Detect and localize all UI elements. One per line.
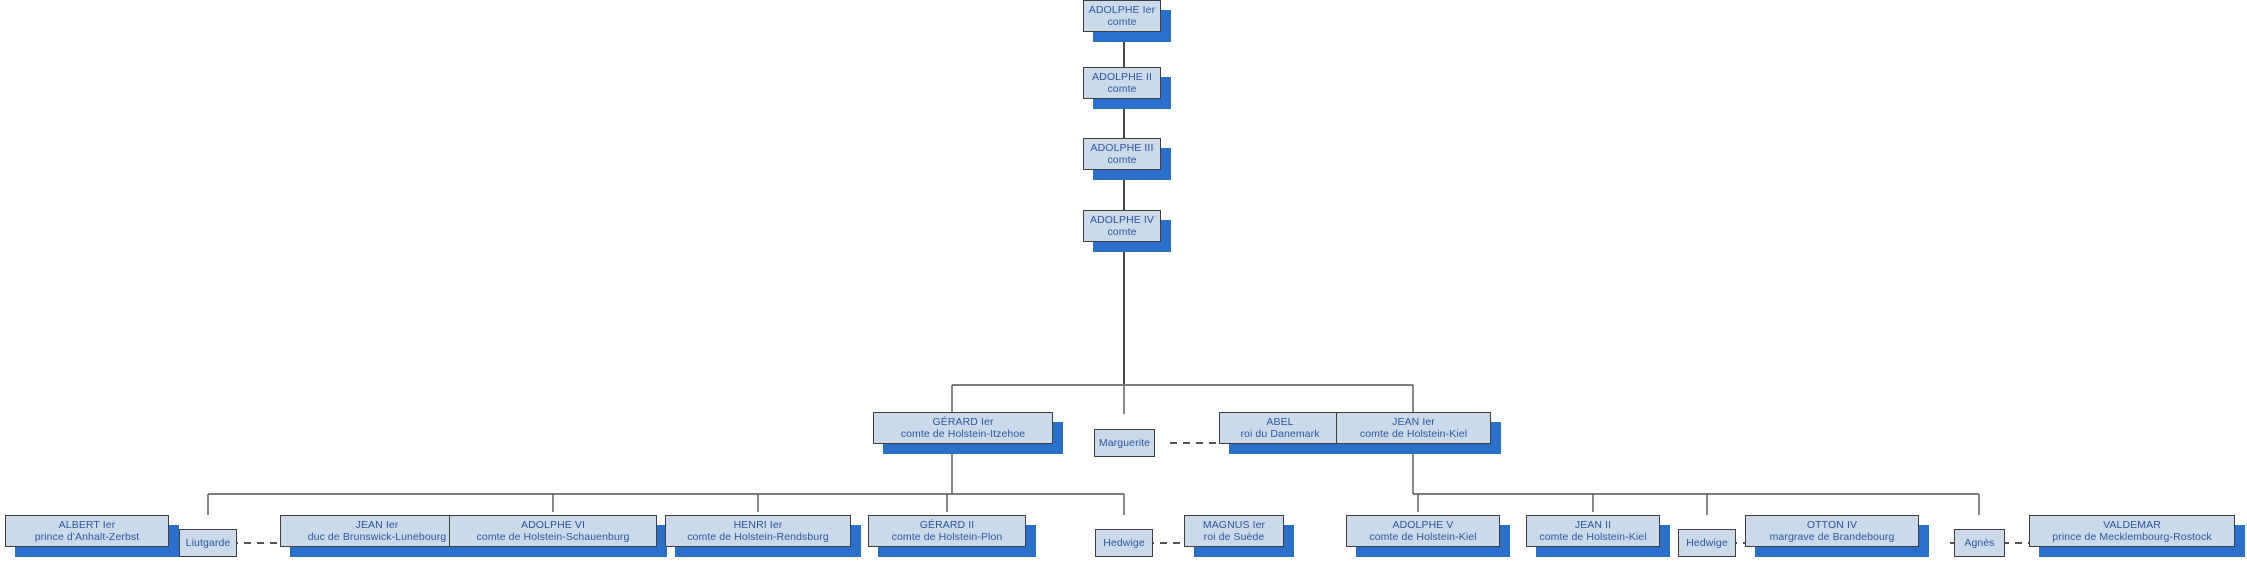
node-name: GÉRARD Ier [932, 415, 994, 428]
node-name: ADOLPHE II [1092, 70, 1152, 83]
node-name: GÉRARD II [919, 518, 975, 531]
node-name: Hedwige [1103, 536, 1145, 549]
node-gerard2[interactable]: GÉRARD II comte de Holstein-Plon [868, 515, 1026, 547]
node-title: comte de Holstein-Itzehoe [900, 428, 1026, 440]
node-title: duc de Brunswick-Lunebourg [307, 531, 447, 543]
node-name: ADOLPHE V [1392, 518, 1454, 531]
node-name: Liutgarde [185, 536, 231, 549]
node-title: comte [1107, 154, 1137, 166]
node-name: JEAN Ier [1392, 415, 1435, 428]
node-magnus1[interactable]: MAGNUS Ier roi de Suède [1184, 515, 1284, 547]
node-name: ADOLPHE Ier [1088, 3, 1156, 16]
node-name: ADOLPHE III [1090, 141, 1154, 154]
node-title: comte de Holstein-Plon [891, 531, 1003, 543]
node-name: ABEL [1266, 415, 1294, 428]
node-name: OTTON IV [1806, 518, 1858, 531]
node-title: comte [1107, 83, 1137, 95]
node-adolphe2[interactable]: ADOLPHE II comte [1083, 67, 1161, 99]
node-hedwige-2[interactable]: Hedwige [1678, 529, 1736, 557]
node-liutgarde[interactable]: Liutgarde [179, 529, 237, 557]
node-adolphe6[interactable]: ADOLPHE VI comte de Holstein-Schauenburg [449, 515, 657, 547]
node-name: VALDEMAR [2103, 518, 2161, 531]
node-henri1[interactable]: HENRI Ier comte de Holstein-Rendsburg [665, 515, 851, 547]
node-name: MAGNUS Ier [1202, 518, 1266, 531]
node-name: ADOLPHE VI [520, 518, 586, 531]
node-name: ALBERT Ier [58, 518, 116, 531]
node-abel[interactable]: ABEL roi du Danemark [1219, 412, 1341, 444]
node-adolphe4[interactable]: ADOLPHE IV comte [1083, 210, 1161, 242]
node-title: roi du Danemark [1240, 428, 1320, 440]
node-adolphe5[interactable]: ADOLPHE V comte de Holstein-Kiel [1346, 515, 1500, 547]
node-otton4[interactable]: OTTON IV margrave de Brandebourg [1745, 515, 1919, 547]
node-name: Agnès [1964, 536, 1995, 549]
node-hedwige-1[interactable]: Hedwige [1095, 529, 1153, 557]
node-name: HENRI Ier [733, 518, 783, 531]
node-jean1-kiel[interactable]: JEAN Ier comte de Holstein-Kiel [1336, 412, 1491, 444]
node-title: margrave de Brandebourg [1769, 531, 1895, 543]
node-agnes[interactable]: Agnès [1954, 529, 2005, 557]
node-title: comte [1107, 16, 1137, 28]
node-gerard1[interactable]: GÉRARD Ier comte de Holstein-Itzehoe [873, 412, 1053, 444]
node-title: prince de Mecklembourg-Rostock [2052, 531, 2212, 543]
node-jean2[interactable]: JEAN II comte de Holstein-Kiel [1526, 515, 1660, 547]
node-title: comte de Holstein-Schauenburg [476, 531, 630, 543]
node-jean1-brunswick[interactable]: JEAN Ier duc de Brunswick-Lunebourg [280, 515, 474, 547]
node-name: ADOLPHE IV [1089, 213, 1155, 226]
node-name: JEAN Ier [355, 518, 399, 531]
node-title: comte [1107, 226, 1137, 238]
node-title: comte de Holstein-Kiel [1359, 428, 1468, 440]
node-title: prince d'Anhalt-Zerbst [34, 531, 140, 543]
node-name: Marguerite [1098, 436, 1151, 449]
node-title: roi de Suède [1203, 531, 1265, 543]
node-adolphe3[interactable]: ADOLPHE III comte [1083, 138, 1161, 170]
node-title: comte de Holstein-Rendsburg [687, 531, 829, 543]
node-title: comte de Holstein-Kiel [1369, 531, 1477, 543]
node-title: comte de Holstein-Kiel [1539, 531, 1647, 543]
node-albert1[interactable]: ALBERT Ier prince d'Anhalt-Zerbst [5, 515, 169, 547]
node-valdemar[interactable]: VALDEMAR prince de Mecklembourg-Rostock [2029, 515, 2235, 547]
node-adolphe1[interactable]: ADOLPHE Ier comte [1083, 0, 1161, 32]
node-marguerite[interactable]: Marguerite [1094, 429, 1155, 457]
node-name: JEAN II [1574, 518, 1612, 531]
node-name: Hedwige [1686, 536, 1728, 549]
